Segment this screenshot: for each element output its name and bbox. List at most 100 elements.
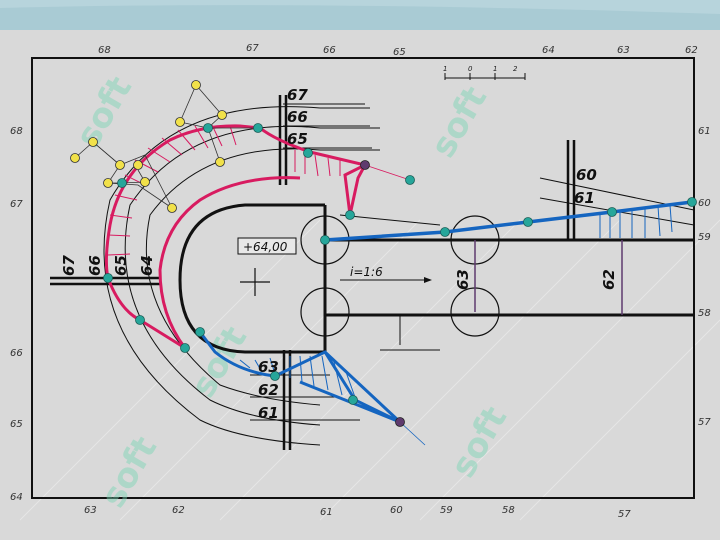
frame-label: 60 bbox=[698, 198, 711, 209]
frame-label: 65 bbox=[393, 47, 406, 58]
arc-labels-top: 67 66 65 bbox=[287, 86, 308, 148]
pink-leaders bbox=[364, 164, 411, 181]
profile-point[interactable] bbox=[607, 207, 617, 217]
control-point[interactable] bbox=[215, 157, 225, 167]
profile-point[interactable] bbox=[203, 123, 213, 133]
teal-dots bbox=[103, 123, 697, 405]
center-cross bbox=[240, 268, 270, 296]
control-point[interactable] bbox=[70, 153, 80, 163]
drawing-frame bbox=[31, 57, 695, 499]
blue-diagonal bbox=[323, 350, 402, 424]
profile-point[interactable] bbox=[687, 197, 697, 207]
profile-point[interactable] bbox=[103, 273, 113, 283]
right-section-mark bbox=[566, 140, 576, 240]
scale-tick: 1 bbox=[493, 65, 497, 73]
contour-label: 63 bbox=[454, 269, 472, 290]
frame-label: 63 bbox=[617, 45, 630, 56]
elevation-box bbox=[237, 237, 297, 255]
frame-label: 67 bbox=[246, 43, 259, 54]
elevation-label: +64,00 bbox=[243, 240, 288, 254]
profile-point[interactable] bbox=[135, 315, 145, 325]
road-outline bbox=[178, 203, 694, 354]
blue-leaders bbox=[399, 421, 426, 446]
control-point[interactable] bbox=[88, 137, 98, 147]
profile-point[interactable] bbox=[253, 123, 263, 133]
slope-arrowhead bbox=[424, 277, 432, 283]
sheet-texture bbox=[19, 219, 720, 521]
contour-label: 66 bbox=[86, 255, 104, 276]
frame-label: 61 bbox=[698, 126, 711, 137]
frame-label: 64 bbox=[542, 45, 555, 56]
sky-wave bbox=[0, 5, 720, 31]
contour-label: 66 bbox=[287, 108, 308, 126]
contour-label: 64 bbox=[138, 255, 156, 276]
frame-label: 58 bbox=[698, 308, 711, 319]
frame-label: 59 bbox=[440, 505, 453, 516]
scale-tick: 1 bbox=[443, 65, 447, 73]
frame-label: 62 bbox=[172, 505, 185, 516]
profile-point[interactable] bbox=[348, 395, 358, 405]
contour-label: 62 bbox=[258, 381, 279, 399]
profile-point[interactable] bbox=[405, 175, 415, 185]
frame-label: 58 bbox=[502, 505, 515, 516]
frame-label: 63 bbox=[84, 505, 97, 516]
end-point[interactable] bbox=[395, 417, 405, 427]
yellow-dots bbox=[70, 80, 227, 213]
frame-labels-left: 68 67 66 65 64 bbox=[10, 126, 23, 503]
contour-label: 63 bbox=[258, 358, 279, 376]
frame-label: 57 bbox=[618, 509, 631, 520]
frame-label: 66 bbox=[10, 348, 23, 359]
control-point[interactable] bbox=[103, 178, 113, 188]
contour-label: 62 bbox=[600, 269, 618, 290]
profile-point[interactable] bbox=[270, 371, 280, 381]
contour-label: 60 bbox=[576, 166, 597, 184]
profile-point[interactable] bbox=[195, 327, 205, 337]
contour-label: 61 bbox=[574, 189, 595, 207]
pink-inner-line bbox=[158, 176, 301, 349]
scale-tick: 0 bbox=[468, 65, 473, 73]
control-point[interactable] bbox=[140, 177, 150, 187]
control-point[interactable] bbox=[115, 160, 125, 170]
control-point[interactable] bbox=[133, 160, 143, 170]
frame-label: 66 bbox=[323, 45, 336, 56]
frame-label: 67 bbox=[10, 199, 23, 210]
profile-point[interactable] bbox=[320, 235, 330, 245]
arc-labels-left: 67 66 65 64 bbox=[60, 255, 156, 276]
frame-label: 57 bbox=[698, 417, 711, 428]
contour-label: 65 bbox=[287, 130, 308, 148]
frame-label: 59 bbox=[698, 232, 711, 243]
profile-point[interactable] bbox=[345, 210, 355, 220]
contour-label: 61 bbox=[258, 404, 279, 422]
scale-bar: 1 0 1 2 bbox=[443, 65, 526, 80]
control-point[interactable] bbox=[217, 110, 227, 120]
end-point[interactable] bbox=[360, 160, 370, 170]
purple-dots bbox=[360, 160, 405, 427]
profile-point[interactable] bbox=[180, 343, 190, 353]
contour-label: 67 bbox=[60, 255, 78, 276]
frame-label: 60 bbox=[390, 505, 403, 516]
contour-label: 65 bbox=[112, 255, 130, 276]
frame-label: 61 bbox=[320, 507, 333, 518]
control-point[interactable] bbox=[167, 203, 177, 213]
slope-label: i=1:6 bbox=[350, 265, 383, 279]
pink-profile-tip bbox=[343, 163, 366, 216]
frame-labels-bottom: 63 62 61 60 59 58 57 bbox=[84, 505, 631, 520]
arc-labels-bottom: 63 62 61 bbox=[258, 358, 279, 422]
profile-point[interactable] bbox=[303, 148, 313, 158]
scale-tick: 2 bbox=[513, 65, 518, 73]
profile-connectors bbox=[474, 240, 623, 315]
frame-label: 68 bbox=[98, 45, 111, 56]
profile-point[interactable] bbox=[117, 178, 127, 188]
profile-point[interactable] bbox=[440, 227, 450, 237]
frame-label: 62 bbox=[685, 45, 698, 56]
frame-labels-top: 68 67 66 65 64 63 62 bbox=[98, 43, 698, 58]
arc-labels-right: 60 61 bbox=[574, 166, 597, 207]
frame-label: 68 bbox=[10, 126, 23, 137]
profile-point[interactable] bbox=[523, 217, 533, 227]
control-point[interactable] bbox=[175, 117, 185, 127]
control-point[interactable] bbox=[191, 80, 201, 90]
contour-label: 67 bbox=[287, 86, 308, 104]
arc-labels-vertical: 63 62 bbox=[454, 269, 618, 290]
